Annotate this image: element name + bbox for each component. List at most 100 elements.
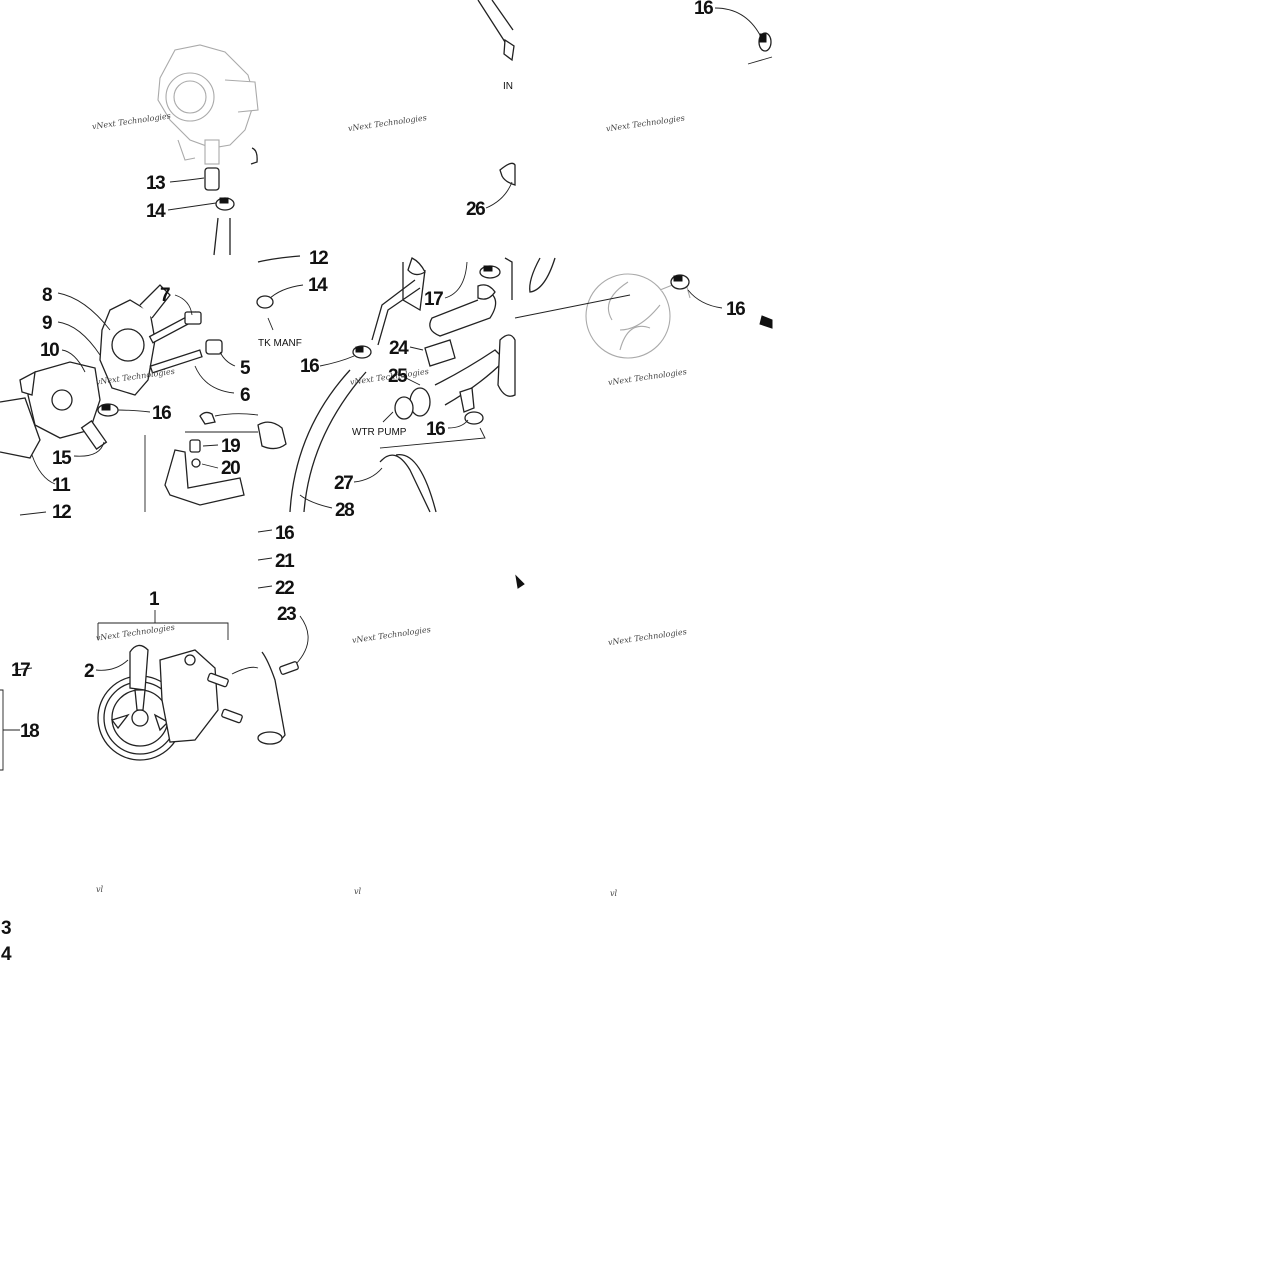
fragment-right-arrow [759, 315, 773, 329]
callout-16-f: 16 [275, 523, 294, 544]
leader-16-d [447, 419, 469, 429]
callout-1: 1 [149, 589, 160, 610]
leader-16-b [117, 409, 151, 413]
hose-13 [204, 167, 220, 191]
callout-8: 8 [42, 285, 52, 306]
leader-20 [201, 463, 219, 469]
callout-11: 11 [52, 475, 71, 496]
watermark-3: vNext Technologies [605, 113, 685, 133]
leader-26 [485, 181, 513, 209]
leader-16-c [319, 355, 355, 367]
callout-numbers: 16 13 14 26 12 14 17 8 7 9 10 5 6 16 15 … [1, 0, 747, 965]
clamp-16-top [758, 32, 772, 52]
bolt-7 [148, 311, 202, 344]
watermark-12: vl [610, 889, 618, 898]
leader-16-e [687, 289, 723, 309]
watermark-6: vNext Technologies [607, 367, 687, 387]
callout-12-b: 12 [52, 502, 71, 523]
note-water-pump: WTR PUMP [352, 427, 407, 438]
throttle-body [157, 44, 259, 165]
leader-12-b [19, 511, 47, 516]
callout-12-a: 12 [309, 248, 328, 269]
leader-27 [353, 467, 383, 483]
leader-bolt-upper [214, 413, 259, 417]
fragment-16-top [747, 56, 773, 65]
callout-20: 20 [221, 458, 240, 479]
callout-27: 27 [334, 473, 353, 494]
leader-23 [295, 615, 309, 665]
callout-4: 4 [1, 944, 12, 965]
leader-25 [399, 374, 421, 386]
thermostat-housing [99, 284, 171, 396]
leader-8 [57, 292, 111, 331]
hose-21-end [257, 731, 283, 745]
leader-15 [73, 441, 105, 457]
leader-16-top [714, 7, 761, 36]
leader-22 [257, 585, 273, 589]
watermark-9: vNext Technologies [607, 627, 687, 647]
hose-edge-right [504, 257, 513, 300]
callout-25: 25 [388, 366, 408, 387]
hose-27 [379, 454, 437, 513]
callout-16-e: 16 [726, 299, 745, 320]
callout-24: 24 [389, 338, 409, 359]
hose-16-c-upper [371, 279, 421, 346]
note-intake-manifold: TK MANF [258, 338, 302, 349]
fragment-arrow-mid [515, 574, 525, 589]
hose-end-top [407, 257, 426, 276]
o-ring-25 [394, 396, 414, 420]
callout-16-b: 16 [152, 403, 171, 424]
bracket-18 [0, 689, 20, 771]
callout-14-a: 14 [146, 201, 166, 222]
leader-24 [409, 346, 424, 351]
watermark-8: vNext Technologies [351, 625, 431, 645]
note-intake-partial: IN [503, 81, 513, 92]
water-pump-assembly [97, 649, 219, 761]
clamp-16-b [97, 403, 119, 417]
callout-2: 2 [84, 661, 94, 682]
callout-18: 18 [20, 721, 39, 742]
leader-6 [194, 365, 235, 394]
bolt-lower-pump [221, 708, 243, 724]
callout-23: 23 [277, 604, 296, 625]
callout-6: 6 [240, 385, 250, 406]
callout-16-d: 16 [426, 419, 445, 440]
callout-16-c: 16 [300, 356, 319, 377]
leader-17-a [444, 261, 468, 299]
leader-12-a [257, 255, 301, 263]
callout-10: 10 [40, 340, 59, 361]
watermarks: vNext Technologies vNext Technologies vN… [91, 111, 687, 898]
bolt-upper-pump [207, 672, 229, 688]
callout-17-b: 17 [11, 660, 30, 681]
bolt-23 [279, 661, 299, 675]
bolt-6 [149, 349, 203, 374]
callout-28: 28 [335, 500, 354, 521]
leader-28 [299, 494, 333, 509]
water-outlet [19, 361, 101, 439]
callout-5: 5 [240, 358, 251, 379]
pump-edge [497, 334, 516, 397]
leader-17-b [14, 667, 33, 671]
washer-5 [205, 339, 223, 355]
callout-17-a: 17 [424, 289, 443, 310]
gasket-11 [0, 397, 41, 459]
callout-3: 3 [1, 918, 11, 939]
callout-15: 15 [52, 448, 72, 469]
leader-11 [31, 454, 56, 485]
callout-9: 9 [42, 313, 52, 334]
fragment-left-edge [250, 147, 258, 165]
sensor-15 [80, 420, 108, 450]
clamp-14-b [256, 295, 274, 309]
hose-lower-a [213, 217, 231, 256]
callout-19: 19 [221, 436, 240, 457]
watermark-10: vl [96, 885, 104, 894]
leader-14-a [167, 202, 217, 211]
watermark-7: vNext Technologies [95, 623, 175, 643]
sleeve-24 [424, 339, 456, 367]
hose-stub [257, 421, 287, 450]
clamp-14-a [215, 197, 235, 211]
leader-5 [219, 351, 236, 367]
bracket-1 [97, 610, 229, 640]
